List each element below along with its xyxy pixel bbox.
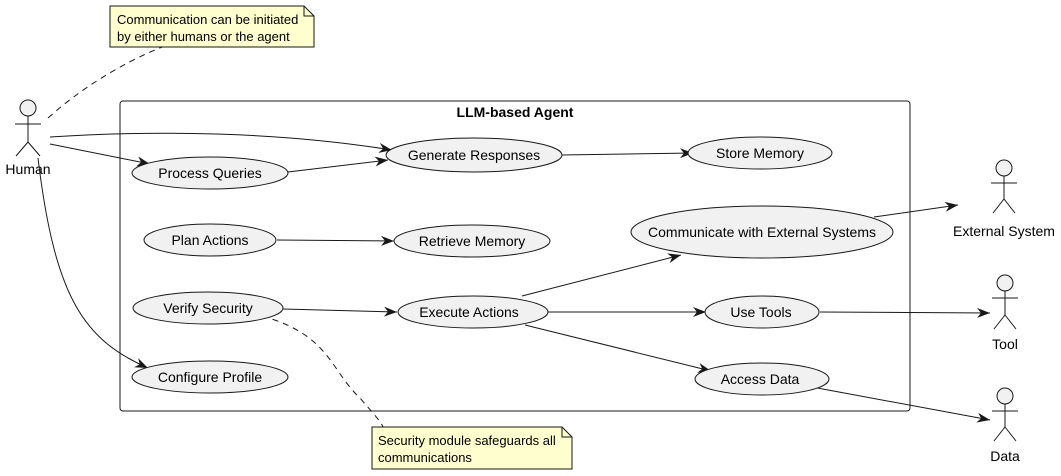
actor-tool[interactable]: Tool — [992, 274, 1018, 352]
note-links — [47, 45, 384, 428]
use-case-plan-actions[interactable]: Plan Actions — [143, 223, 277, 257]
use-case-label: Process Queries — [158, 165, 261, 181]
use-case-label: Execute Actions — [419, 304, 519, 320]
edge-human-process-queries — [49, 143, 151, 167]
actor-label: Human — [5, 161, 50, 177]
use-case-configure-profile[interactable]: Configure Profile — [131, 360, 289, 394]
edge-access-data-data — [811, 386, 991, 423]
edge-verify-execute — [282, 306, 398, 317]
actor-label: Tool — [992, 336, 1018, 352]
actor-data[interactable]: Data — [990, 387, 1020, 464]
use-case-retrieve-memory[interactable]: Retrieve Memory — [393, 224, 551, 258]
actor-head-icon — [996, 387, 1014, 405]
edge-communicate-external-system — [873, 201, 959, 218]
use-case-store-memory[interactable]: Store Memory — [687, 136, 833, 170]
system-boundary: LLM-based Agent — [119, 100, 911, 412]
use-case-label: Verify Security — [163, 300, 252, 316]
use-case-verify-security[interactable]: Verify Security — [132, 291, 284, 325]
connections — [37, 132, 991, 423]
use-case-label: Store Memory — [716, 145, 804, 161]
actor-head-icon — [996, 274, 1014, 292]
actor-human[interactable]: Human — [5, 99, 51, 177]
actor-head-icon — [995, 159, 1013, 177]
actor-head-icon — [19, 99, 37, 117]
edge-plan-retrieve — [276, 235, 395, 246]
edge-execute-communicate — [521, 253, 682, 297]
use-case-use-tools[interactable]: Use Tools — [704, 295, 820, 329]
use-case-label: Configure Profile — [158, 369, 262, 385]
edge-use-tools-tool — [819, 307, 991, 318]
use-case-label: Plan Actions — [171, 232, 248, 248]
note-link-communication — [47, 45, 166, 119]
edge-human-configure-profile — [37, 157, 149, 369]
edge-process-generate — [287, 156, 389, 173]
note-security-line-2: communications — [378, 450, 472, 465]
edge-execute-access-data — [524, 324, 712, 373]
actor-label: Data — [990, 448, 1020, 464]
use-case-generate-responses[interactable]: Generate Responses — [385, 137, 563, 173]
note-communication: Communication can be initiated by either… — [109, 5, 315, 48]
actor-external-system[interactable]: External System — [953, 159, 1055, 239]
use-case-label: Retrieve Memory — [419, 233, 526, 249]
note-communication-line-1: Communication can be initiated — [117, 12, 298, 27]
use-case-label: Generate Responses — [408, 147, 540, 163]
use-case-label: Access Data — [721, 371, 800, 387]
note-security-line-1: Security module safeguards all — [378, 433, 556, 448]
use-case-communicate-external-systems[interactable]: Communicate with External Systems — [630, 205, 894, 259]
use-case-access-data[interactable]: Access Data — [694, 362, 830, 396]
edge-human-generate-responses — [49, 132, 393, 153]
actor-label: External System — [953, 223, 1055, 239]
note-communication-line-2: by either humans or the agent — [117, 29, 290, 44]
edge-generate-store — [560, 148, 694, 159]
note-security: Security module safeguards all communica… — [371, 426, 573, 470]
system-title: LLM-based Agent — [457, 104, 574, 120]
use-case-process-queries[interactable]: Process Queries — [131, 156, 289, 190]
use-case-execute-actions[interactable]: Execute Actions — [397, 295, 549, 329]
use-case-label: Communicate with External Systems — [648, 224, 876, 240]
use-case-label: Use Tools — [730, 304, 791, 320]
note-link-security — [261, 315, 384, 428]
